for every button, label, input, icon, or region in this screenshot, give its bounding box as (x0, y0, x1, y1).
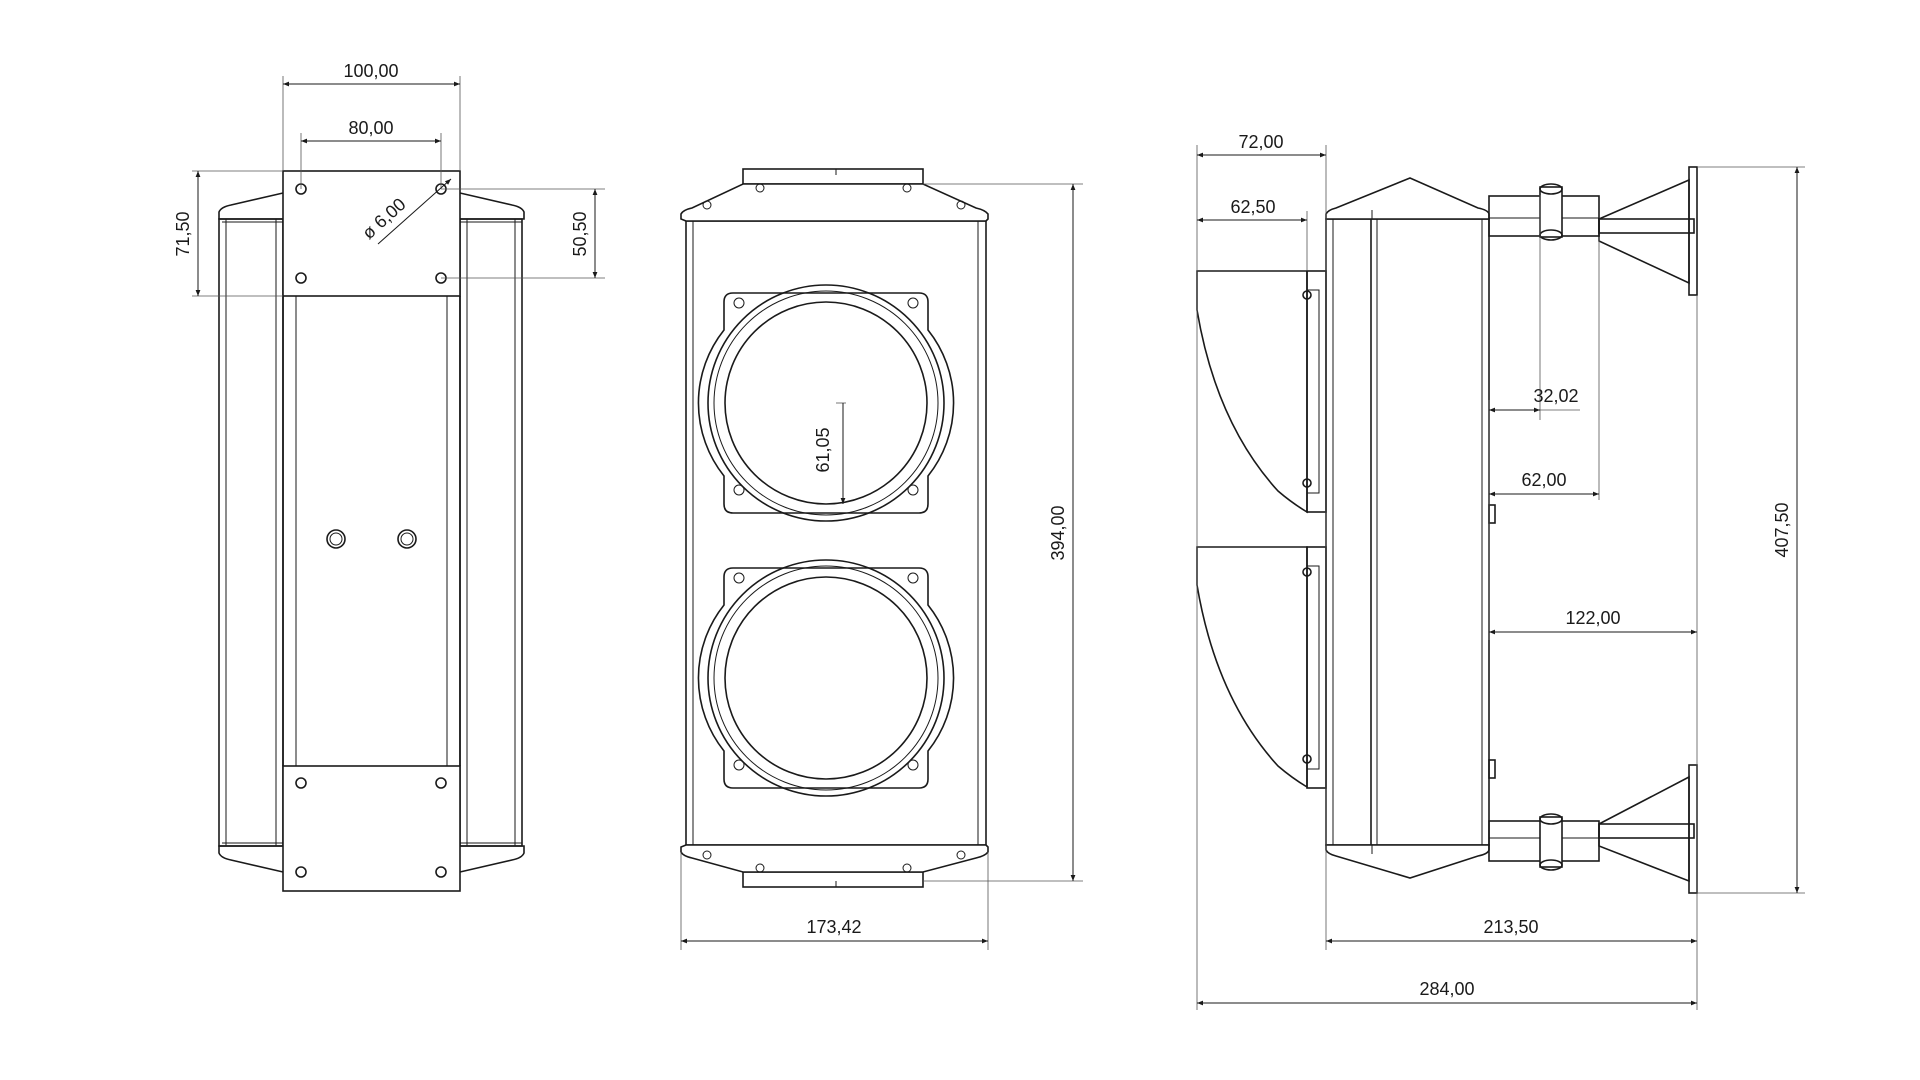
rear-view (218, 170, 525, 892)
dim-total-height: 407,50 (1772, 502, 1792, 557)
dim-bracket-arm: 62,00 (1521, 470, 1566, 490)
front-view (680, 168, 989, 888)
dim-side-depth-inner: 62,50 (1230, 197, 1275, 217)
dim-hole-spacing: 80,00 (348, 118, 393, 138)
dim-body-to-mount: 213,50 (1483, 917, 1538, 937)
dim-lens-radius: 61,05 (813, 427, 833, 472)
dim-front-width: 173,42 (806, 917, 861, 937)
dim-hole-vertical: 50,50 (570, 211, 590, 256)
lens-lower (697, 559, 955, 797)
dim-total-depth: 284,00 (1419, 979, 1474, 999)
front-view-dimensions: 173,42 394,00 61,05 (680, 183, 1083, 950)
dim-rear-width: 100,00 (343, 61, 398, 81)
dim-plate-height: 71,50 (173, 211, 193, 256)
side-view (1196, 166, 1698, 894)
side-view-dimensions: 72,00 62,50 32,02 62,00 122,00 213,50 28… (1196, 132, 1805, 1010)
dim-front-height: 394,00 (1048, 505, 1068, 560)
lens-upper (697, 284, 955, 522)
dim-side-depth-outer: 72,00 (1238, 132, 1283, 152)
dim-bracket-offset: 32,02 (1533, 386, 1578, 406)
dim-bracket-reach: 122,00 (1565, 608, 1620, 628)
